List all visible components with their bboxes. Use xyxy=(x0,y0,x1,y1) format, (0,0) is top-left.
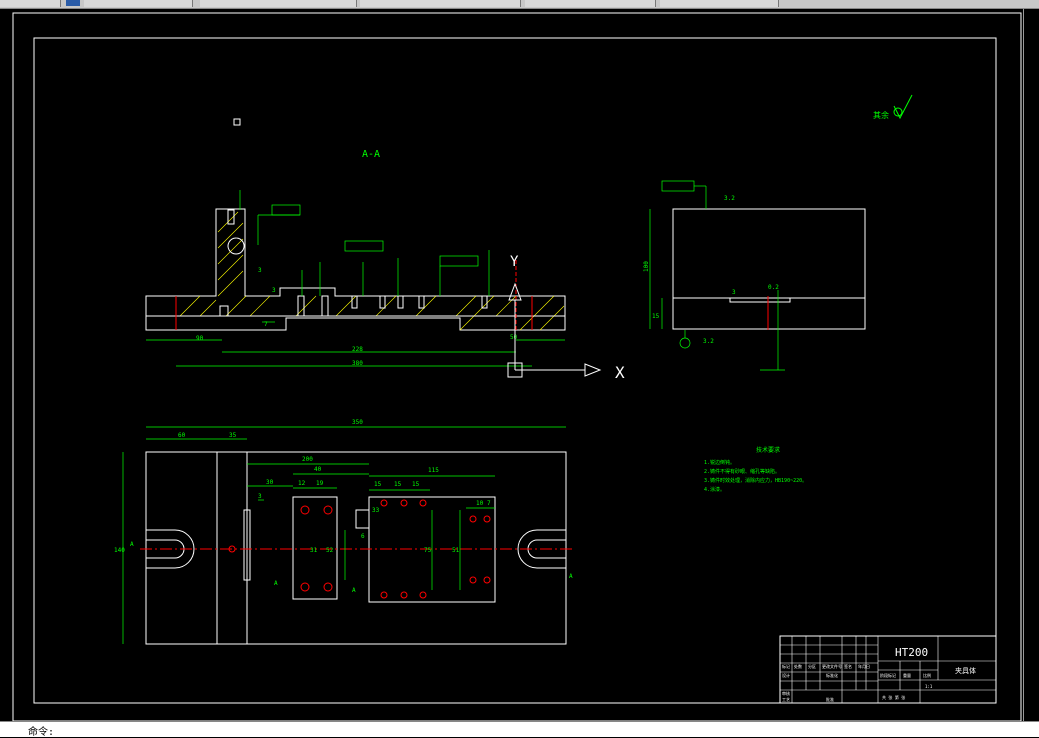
roughness-other-label: 其余 xyxy=(873,110,889,120)
tab-1[interactable] xyxy=(0,0,61,7)
dim-plan-19: 52 xyxy=(326,547,334,554)
tb-row-7: 设计 xyxy=(782,672,790,678)
dim-plan-3: 35 xyxy=(229,432,237,439)
tb-stage-label: 阶段标记 xyxy=(880,672,896,678)
tb-ratio-value: 1:1 xyxy=(925,684,933,689)
tb-sheet-label: 共 张 第 张 xyxy=(882,694,905,700)
dim-plan-20: 75 xyxy=(424,547,432,554)
tab-2[interactable] xyxy=(84,0,193,7)
dim-section-2: 228 xyxy=(352,346,363,353)
title-block: HT200 夹具体 标记 处数 分区 更改文件号 签名 年月日 设计 标准化 审… xyxy=(779,635,997,704)
part-name-label: 夹具体 xyxy=(955,666,976,675)
section-outline xyxy=(145,208,566,331)
dim-side-4: 0.2 xyxy=(768,284,779,291)
note-1: 1.锐边倒钝。 xyxy=(704,459,735,466)
plan-marker-3: A xyxy=(352,587,356,594)
section-label: A-A xyxy=(362,149,380,160)
dim-plan-7: 12 xyxy=(298,480,306,487)
note-3: 3.铸件时效处理，消除内应力，HB190~220。 xyxy=(704,477,807,484)
command-line[interactable]: 命令: xyxy=(0,721,1039,738)
tb-row-4: 更改文件号 xyxy=(822,663,842,669)
ucs-icon xyxy=(507,282,602,378)
notes-title: 技术要求 xyxy=(756,446,780,454)
command-prompt: 命令: xyxy=(28,727,55,738)
dim-section-7: 3 xyxy=(272,287,276,294)
tb-row-2: 处数 xyxy=(794,663,802,669)
plan-marker-1: A xyxy=(130,541,134,548)
vertical-scrollbar[interactable] xyxy=(1023,9,1039,721)
dim-plan-1: 350 xyxy=(352,419,363,426)
dim-plan-22: 140 xyxy=(114,547,125,554)
window-tab-strip xyxy=(0,0,1039,9)
tab-5[interactable] xyxy=(525,0,656,7)
dim-plan-9: 3 xyxy=(258,493,262,500)
dim-section-5: 3 xyxy=(258,267,262,274)
plan-marker-2: A xyxy=(274,580,278,587)
ucs-x-label: X xyxy=(615,363,625,382)
dim-plan-11: 15 xyxy=(374,481,382,488)
dim-section-4: 50 xyxy=(510,334,518,341)
pickbox-cursor xyxy=(233,118,241,126)
section-hatch xyxy=(179,211,565,331)
tab-6[interactable] xyxy=(660,0,779,7)
dim-plan-12: 15 xyxy=(394,481,402,488)
plan-marker-4: A xyxy=(569,573,573,580)
tb-row-11: 批准 xyxy=(826,696,834,702)
dim-side-5: 3.2 xyxy=(724,195,735,202)
tb-weight-label: 重量 xyxy=(903,672,911,678)
note-4: 4.涂漆。 xyxy=(704,486,725,493)
tb-row-8: 标准化 xyxy=(826,672,838,678)
dim-plan-6: 30 xyxy=(266,479,274,486)
dim-plan-21: 51 xyxy=(452,547,460,554)
dim-plan-17: 6 xyxy=(361,533,365,540)
dim-side-1: 100 xyxy=(643,261,650,272)
dim-section-6: 7 xyxy=(264,321,268,328)
dim-side-6: 3.2 xyxy=(703,338,714,345)
tb-row-1: 标记 xyxy=(782,663,790,669)
dim-plan-15: 7 xyxy=(487,500,491,507)
dim-plan-14: 10 xyxy=(476,500,484,507)
roughness-note: 其余 xyxy=(873,94,913,120)
tab-3[interactable] xyxy=(200,0,357,7)
dim-plan-18: 31 xyxy=(310,547,318,554)
dim-plan-10: 115 xyxy=(428,467,439,474)
dim-plan-13: 15 xyxy=(412,481,420,488)
dim-side-2: 15 xyxy=(652,313,660,320)
ucs-y-label: Y xyxy=(510,254,519,270)
side-view: 100 15 3 0.2 3.2 3.2 xyxy=(643,180,866,371)
dim-side-3: 3 xyxy=(732,289,736,296)
document-icon xyxy=(66,0,80,6)
dim-section-3: 380 xyxy=(352,360,363,367)
tb-row-3: 分区 xyxy=(808,663,816,669)
note-2: 2.铸件不得有砂眼、缩孔等缺陷。 xyxy=(704,468,780,475)
tb-row-9: 审核 xyxy=(782,690,790,696)
technical-notes: 技术要求 1.锐边倒钝。 2.铸件不得有砂眼、缩孔等缺陷。 3.铸件时效处理，消… xyxy=(704,446,807,493)
sheet-outer-border xyxy=(12,12,1022,722)
plan-view: 350 60 35 200 40 30 12 19 3 115 15 15 15… xyxy=(114,419,575,645)
tb-row-10: 工艺 xyxy=(782,697,790,702)
dim-plan-2: 60 xyxy=(178,432,186,439)
dim-section-1: 90 xyxy=(196,335,204,342)
dim-plan-5: 40 xyxy=(314,466,322,473)
tb-row-6: 年月日 xyxy=(858,663,870,669)
tb-row-5: 签名 xyxy=(844,663,852,669)
dim-plan-4: 200 xyxy=(302,456,313,463)
tab-4[interactable] xyxy=(360,0,521,7)
material-label: HT200 xyxy=(895,646,928,659)
tb-ratio-label: 比例 xyxy=(923,672,931,678)
section-view: 90 228 380 50 3 7 3 xyxy=(145,190,566,367)
dim-plan-16: 33 xyxy=(372,507,380,514)
drawing-canvas[interactable] xyxy=(0,9,1023,721)
sheet-inner-border xyxy=(33,37,997,704)
dim-plan-8: 19 xyxy=(316,480,324,487)
